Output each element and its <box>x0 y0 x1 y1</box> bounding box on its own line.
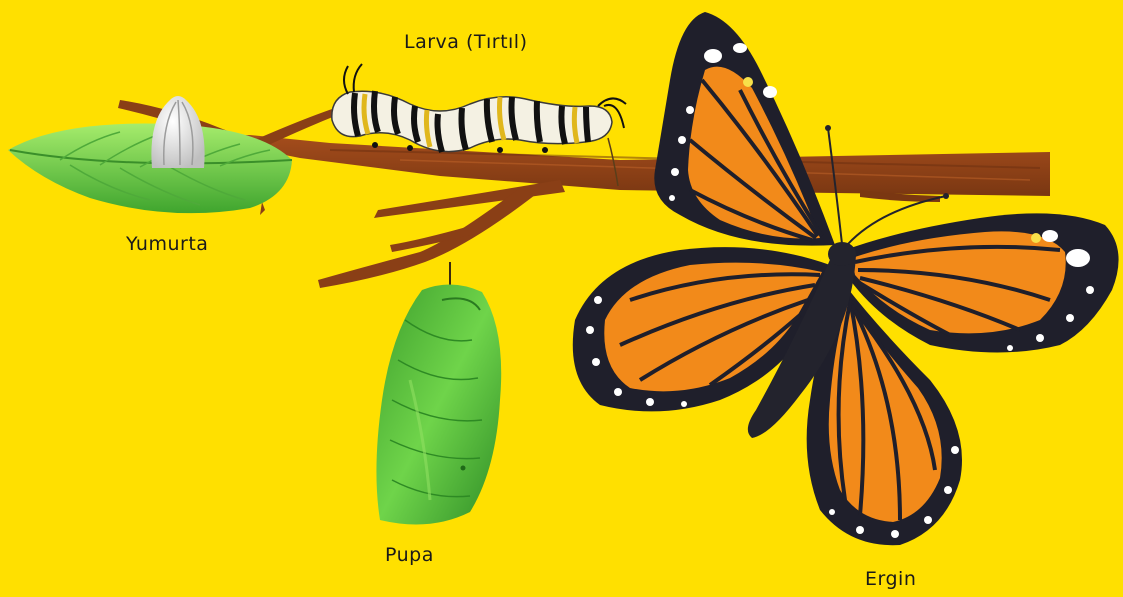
egg-label: Yumurta <box>126 233 208 255</box>
adult-label: Ergin <box>865 568 916 590</box>
larva-label: Larva (Tırtıl) <box>404 31 528 53</box>
butterfly <box>573 12 1119 545</box>
egg <box>151 96 204 168</box>
pupa-label: Pupa <box>385 544 434 566</box>
chrysalis <box>376 262 501 525</box>
leaf <box>8 124 292 214</box>
